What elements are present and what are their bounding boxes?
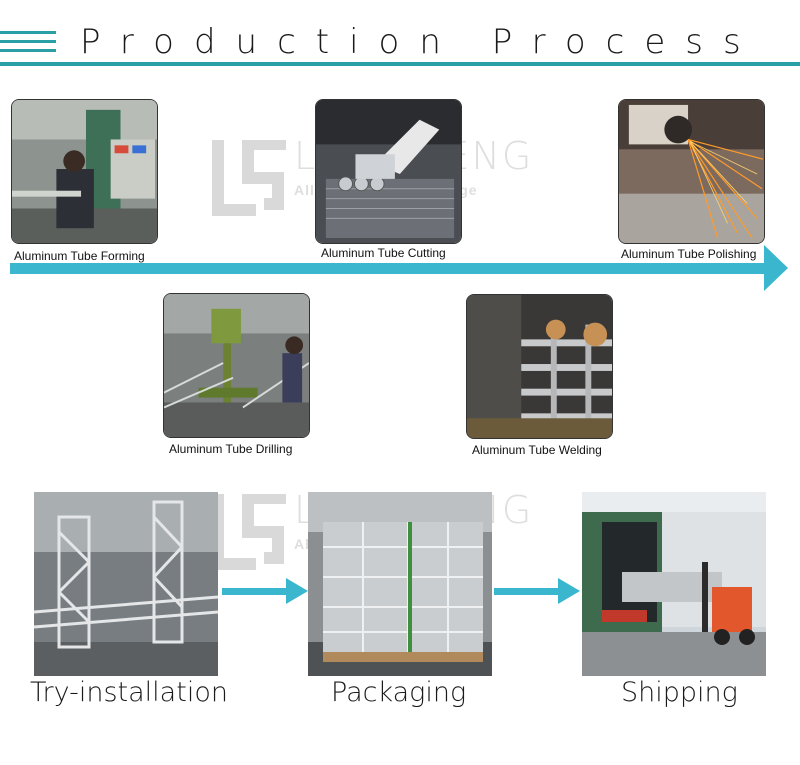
connector-arrow-shaft xyxy=(494,588,560,595)
photo-shipping xyxy=(582,492,766,676)
connector-arrow-shaft xyxy=(222,588,288,595)
caption-packaging: Packaging xyxy=(331,677,467,708)
photo-tube-drilling xyxy=(163,293,310,438)
timeline-arrow-head-icon xyxy=(764,245,788,291)
photo-packaging xyxy=(308,492,492,676)
caption-tube-cutting: Aluminum Tube Cutting xyxy=(321,246,446,260)
page-title: Production Process xyxy=(80,22,761,62)
caption-tube-forming: Aluminum Tube Forming xyxy=(14,249,145,263)
header-stripe xyxy=(0,49,56,52)
watermark-ls-icon xyxy=(212,492,286,570)
photo-tube-forming xyxy=(11,99,158,244)
header-stripe xyxy=(0,31,56,34)
photo-tube-cutting xyxy=(315,99,462,244)
photo-tube-polishing xyxy=(618,99,765,244)
caption-tube-polishing: Aluminum Tube Polishing xyxy=(621,247,757,261)
timeline-arrow-shaft xyxy=(10,263,766,274)
caption-shipping: Shipping xyxy=(621,677,738,708)
caption-tube-drilling: Aluminum Tube Drilling xyxy=(169,442,293,456)
header-underline xyxy=(0,62,800,66)
photo-try-installation xyxy=(34,492,218,676)
watermark-ls-icon xyxy=(212,138,286,216)
caption-try-installation: Try-installation xyxy=(30,677,228,708)
connector-arrow-head-icon xyxy=(286,578,308,604)
header-stripe xyxy=(0,40,56,43)
photo-tube-welding xyxy=(466,294,613,439)
caption-tube-welding: Aluminum Tube Welding xyxy=(472,443,602,457)
connector-arrow-head-icon xyxy=(558,578,580,604)
